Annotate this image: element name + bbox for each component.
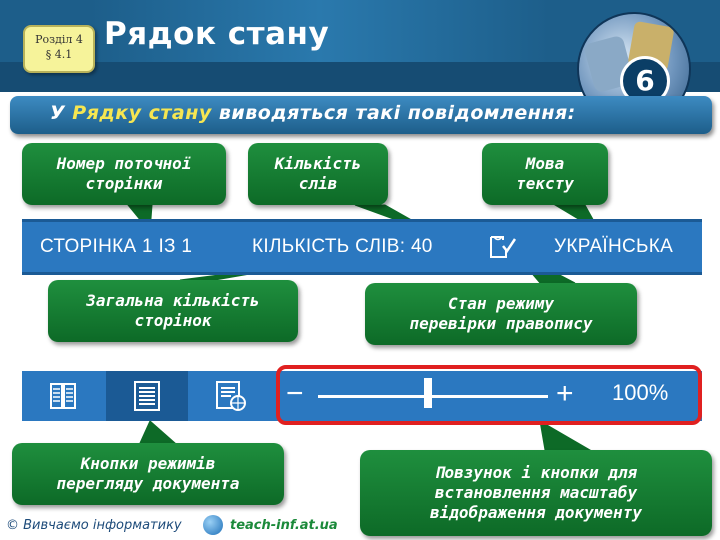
subtitle-highlight: Рядку стану	[72, 102, 212, 124]
callout-line: Стан режиму	[448, 294, 554, 313]
zoom-out-button[interactable]: −	[286, 377, 304, 410]
language-indicator[interactable]: УКРАЇНСЬКА	[554, 236, 674, 257]
zoom-slider-track[interactable]	[318, 395, 548, 398]
callout-language: Мова тексту	[482, 143, 608, 205]
subtitle-band: У Рядку стану виводяться такі повідомлен…	[10, 96, 712, 134]
paragraph-label: § 4.1	[45, 48, 73, 61]
page-title: Рядок стану	[104, 16, 330, 52]
header-glow	[90, 0, 550, 62]
read-mode-icon	[50, 383, 76, 409]
callout-view-buttons: Кнопки режимів перегляду документа	[12, 443, 284, 505]
globe-icon	[203, 515, 223, 535]
callout-line: Мова	[525, 154, 565, 173]
section-badge: Розділ 4 § 4.1	[23, 25, 95, 73]
spell-check-icon[interactable]	[488, 234, 518, 264]
callout-page-number: Номер поточної сторінки	[22, 143, 226, 205]
footer-copyright: © Вивчаємо інформатику	[6, 518, 182, 533]
print-layout-icon	[134, 381, 160, 411]
callout-line: сторінки	[85, 174, 163, 193]
zoom-slider-thumb[interactable]	[424, 378, 432, 408]
callout-line: встановлення масштабу	[434, 483, 638, 502]
subtitle-prefix: У	[50, 102, 73, 124]
web-layout-icon	[216, 381, 246, 411]
zoom-highlight-frame	[276, 365, 702, 425]
section-label: Розділ 4	[35, 33, 83, 46]
subtitle-text: У Рядку стану виводяться такі повідомлен…	[50, 102, 576, 124]
read-mode-button[interactable]	[22, 371, 104, 421]
web-layout-button[interactable]	[190, 371, 272, 421]
print-layout-button[interactable]	[106, 371, 188, 421]
callout-line: Номер поточної	[56, 154, 192, 173]
connector-zoom	[539, 420, 592, 451]
callout-line: Повзунок і кнопки для	[434, 463, 638, 482]
subtitle-suffix: виводяться такі повідомлення:	[211, 102, 576, 124]
callout-line: Загальна кількість	[86, 291, 260, 310]
status-bar: СТОРІНКА 1 ІЗ 1 КІЛЬКІСТЬ СЛІВ: 40 УКРАЇ…	[22, 219, 702, 275]
callout-line: відображення документу	[430, 503, 642, 522]
callout-line: перегляду документа	[56, 474, 240, 493]
zoom-level-label[interactable]: 100%	[612, 380, 669, 405]
callout-line: слів	[298, 174, 338, 193]
footer-link[interactable]: teach-inf.at.ua	[230, 518, 338, 533]
word-count-indicator[interactable]: КІЛЬКІСТЬ СЛІВ: 40	[252, 236, 433, 257]
callout-line: сторінок	[134, 311, 212, 330]
zoom-in-button[interactable]: +	[556, 377, 574, 410]
callout-spell-state: Стан режиму перевірки правопису	[365, 283, 637, 345]
connector-view-buttons	[139, 420, 177, 444]
callout-line: Кількість	[274, 154, 362, 173]
callout-zoom: Повзунок і кнопки для встановлення масшт…	[360, 450, 712, 536]
callout-word-count: Кількість слів	[248, 143, 388, 205]
page-indicator[interactable]: СТОРІНКА 1 ІЗ 1	[40, 236, 193, 257]
callout-line: перевірки правопису	[409, 314, 593, 333]
callout-line: Кнопки режимів	[80, 454, 216, 473]
callout-total-pages: Загальна кількість сторінок	[48, 280, 298, 342]
callout-line: тексту	[516, 174, 574, 193]
